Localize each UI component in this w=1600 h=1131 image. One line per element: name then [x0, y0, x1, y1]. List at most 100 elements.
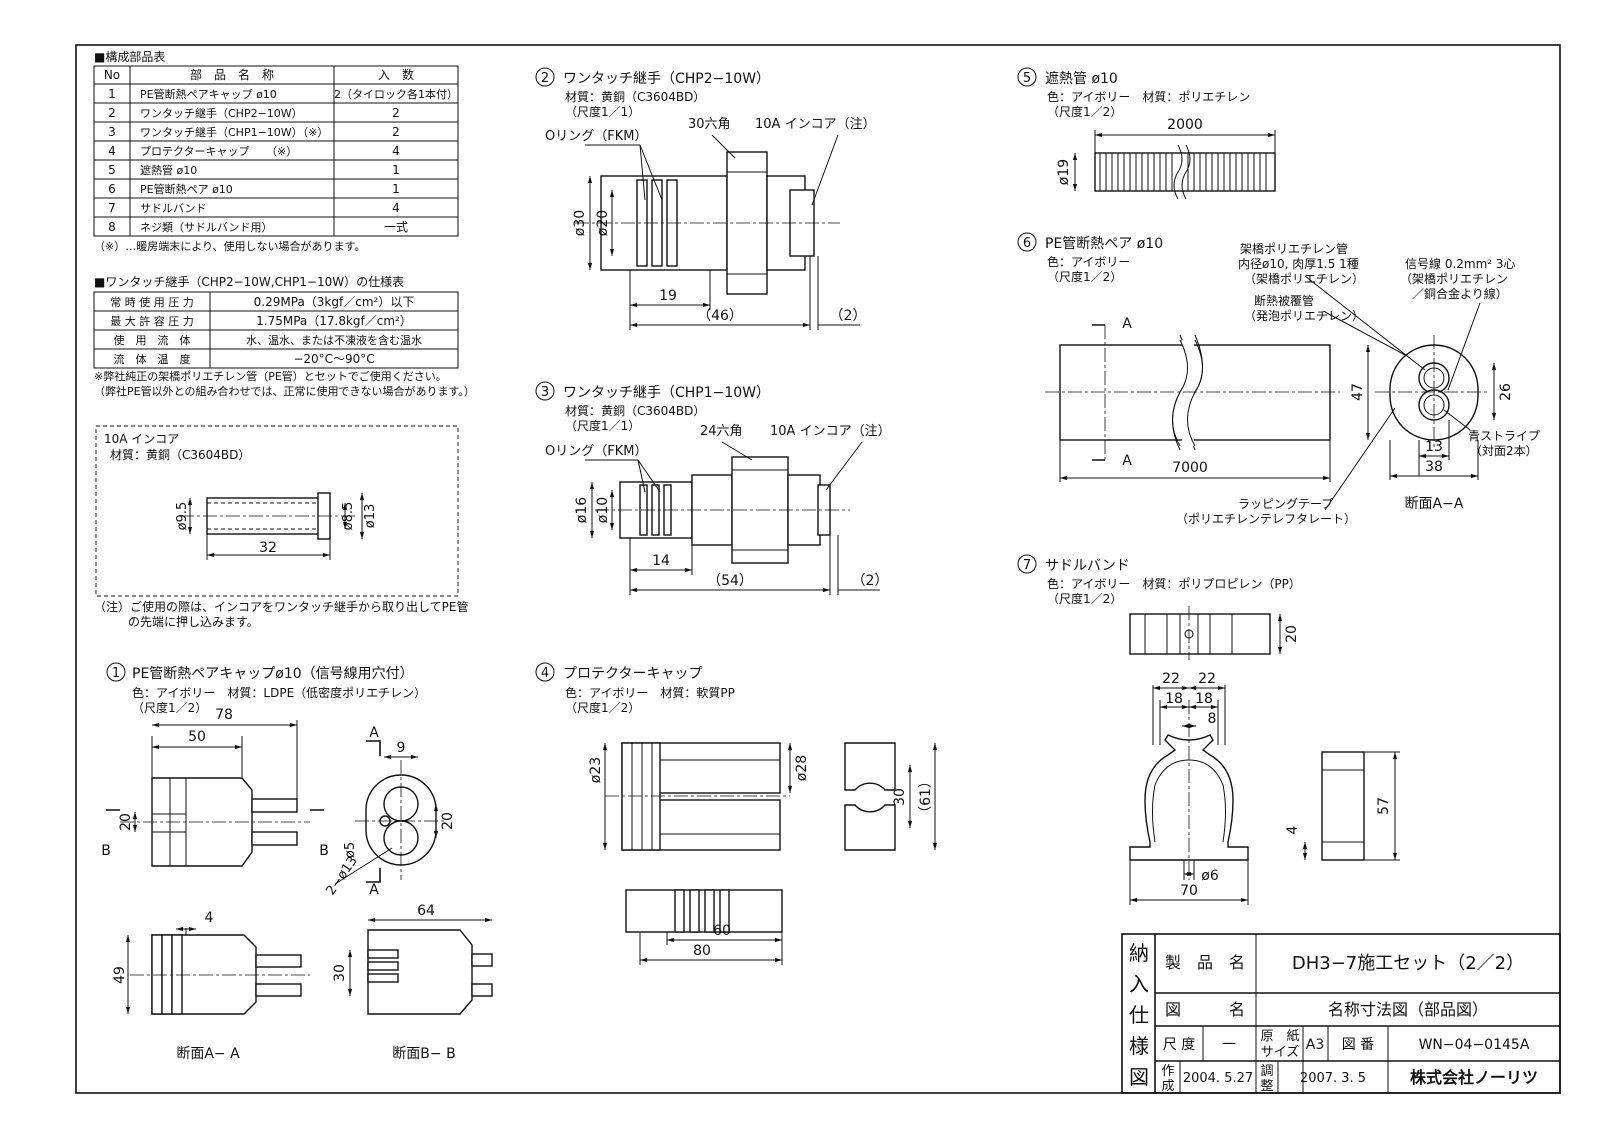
- parts-row-2-name: ワンタッチ継手（CHP2−10W）: [140, 106, 303, 120]
- part6-callout-stripe-note: （対面2本）: [1470, 444, 1538, 458]
- part1-dim-20: 20: [118, 813, 134, 831]
- part7-dim-4: 4: [1285, 825, 1301, 834]
- title-adj-label-1: 調: [1260, 1064, 1273, 1079]
- part2-label-incore: 10A インコア（注）: [755, 117, 876, 132]
- parts-row-6-name: PE管断熱ペア ø10: [140, 182, 233, 196]
- part7-dim-22-right: 22: [1198, 671, 1216, 687]
- part7-dim-22-left: 22: [1162, 671, 1180, 687]
- part7-front-view: 70 22 22 18 18 8 ø6: [1129, 671, 1249, 905]
- part2-title: ワンタッチ継手（CHP2−10W）: [563, 71, 770, 87]
- part1-section-bb-label: 断面B− B: [392, 1046, 455, 1062]
- part3-drawing: Oリング（FKM） 24六角 10A インコア（注） ø16 ø10 14 （5…: [545, 424, 891, 595]
- part1-section-aa-label: 断面A− A: [176, 1046, 240, 1062]
- part4-dim-d28: ø28: [794, 755, 810, 781]
- title-side-1: 納: [1129, 941, 1149, 965]
- parts-row-3-name: ワンタッチ継手（CHP1−10W）（※）: [140, 125, 328, 139]
- part6-scale: （尺度1／2）: [1047, 269, 1122, 284]
- part4-dim-80: 80: [693, 943, 711, 959]
- title-made-label-1: 作: [1161, 1064, 1174, 1079]
- parts-table-note: （※）…暖房端末により、使用しない場合があります。: [94, 239, 365, 253]
- parts-rows: 1 PE管断熱ペアキャップ ø10 2（タイロック各1本付） 2 ワンタッチ継手…: [108, 87, 458, 234]
- part-1: 1 PE管断熱ペアキャップø10（信号線用穴付） 色：アイボリー 材質：LDPE…: [101, 662, 493, 1062]
- spec-row-4-value: −20°C〜90°C: [293, 352, 374, 366]
- spec-note-1: ※弊社純正の架橋ポリエチレン管（PE管）とセットでご使用ください。: [94, 369, 447, 383]
- part4-scale: （尺度1／2）: [565, 700, 640, 715]
- parts-row-8-name: ネジ類（サドルバンド用）: [140, 221, 273, 234]
- parts-row-7-name: サドルバンド: [140, 202, 207, 215]
- part1-dim-50: 50: [188, 729, 206, 745]
- title-drawing-value: 名称寸法図（部品図）: [1328, 1000, 1488, 1019]
- part1-front-view: 78 50 20 B B: [101, 707, 329, 867]
- part1-label-a-bottom: A: [369, 882, 379, 898]
- incore-material: 材質：黄銅（C3604BD）: [110, 447, 250, 462]
- part6-callout-pex-mat: （架橋ポリエチレン）: [1244, 272, 1364, 286]
- part6-dim-47: 47: [1350, 383, 1366, 401]
- part1-side-view: A A 9 20 ø5 2−ø13: [323, 725, 456, 898]
- title-product-value: DH3−7施工セット（2／2）: [1292, 953, 1524, 974]
- spec-row-1-value: 0.29MPa（3kgf／cm²）以下: [254, 295, 415, 309]
- spec-row-2-label: 最 大 許 容 圧 力: [110, 314, 193, 328]
- title-number-value: WN−04−0145A: [1419, 1037, 1530, 1053]
- part2-dim-d30: ø30: [572, 210, 588, 236]
- part3-material: 材質：黄銅（C3604BD）: [565, 403, 705, 418]
- title-side-5: 図: [1129, 1065, 1149, 1089]
- part2-dim-46: （46）: [697, 308, 743, 324]
- spec-table: ■ワンタッチ継手（CHP2−10W,CHP1−10W）の仕様表 常 時 使 用 …: [93, 274, 475, 398]
- part6-callout-signal: 信号線 0.2mm² 3心: [1405, 256, 1516, 271]
- part6-callout-pex-size: 内径ø10, 肉厚1.5 1種: [1238, 257, 1359, 271]
- part4-dim-d23: ø23: [588, 757, 604, 783]
- part6-number: 6: [1023, 236, 1031, 251]
- part7-top-view: 20: [1129, 606, 1300, 660]
- part6-section-label: 断面A−A: [1405, 496, 1464, 512]
- part3-dim-d10: ø10: [595, 497, 611, 523]
- part6-long-view: A A 7000: [1045, 316, 1340, 482]
- part2-dim-2: （2）: [830, 308, 867, 324]
- spec-row-1-label: 常 時 使 用 圧 力: [110, 296, 193, 309]
- spec-row-3-label: 使 用 流 体: [114, 333, 191, 347]
- part3-label-oring: Oリング（FKM）: [545, 444, 647, 459]
- parts-row-3-no: 3: [108, 125, 116, 139]
- parts-row-8-qty: 一式: [384, 220, 408, 234]
- part7-scale: （尺度1／2）: [1047, 591, 1122, 606]
- parts-row-5-qty: 1: [392, 163, 400, 177]
- parts-row-6-qty: 1: [392, 182, 400, 196]
- part2-material: 材質：黄銅（C3604BD）: [565, 89, 705, 104]
- part4-side-view: 60 80: [625, 889, 783, 965]
- incore-note-1: （注）ご使用の際は、インコアをワンタッチ継手から取り出してPE管: [94, 599, 468, 614]
- part-2: 2 ワンタッチ継手（CHP2−10W） 材質：黄銅（C3604BD） （尺度1／…: [535, 67, 876, 330]
- part-3: 3 ワンタッチ継手（CHP1−10W） 材質：黄銅（C3604BD） （尺度1／…: [535, 381, 891, 595]
- part1-title: PE管断熱ペアキャップø10（信号線用穴付）: [132, 666, 414, 682]
- parts-row-7-no: 7: [108, 201, 116, 215]
- title-made-date: 2004. 5.27: [1183, 1071, 1253, 1086]
- incore-dim-d95: ø9.5: [175, 502, 190, 531]
- title-company: 株式会社ノーリツ: [1410, 1068, 1538, 1087]
- part4-end-view: 30 （61）: [844, 742, 938, 851]
- part7-dim-18-left: 18: [1165, 691, 1183, 707]
- part6-callout-signal-mat1: （架橋ポリエチレン: [1400, 272, 1508, 286]
- part1-dim-49: 49: [112, 966, 128, 984]
- part1-dim-64: 64: [417, 903, 435, 919]
- part3-dim-54: （54）: [707, 573, 753, 589]
- parts-row-1-no: 1: [108, 87, 116, 101]
- part3-dim-14: 14: [652, 553, 670, 569]
- part6-callout-insul-mat: （発泡ポリエチレン）: [1244, 309, 1364, 323]
- part-6: 6 PE管断熱ペア ø10 色：アイボリー （尺度1／2） A A 7000: [1017, 232, 1540, 526]
- part1-dim-9: 9: [397, 740, 406, 756]
- part3-number: 3: [541, 385, 549, 400]
- spec-row-4-label: 流 体 温 度: [114, 352, 191, 366]
- part5-dim-d19: ø19: [1056, 159, 1072, 185]
- part6-label-a-top: A: [1122, 316, 1132, 332]
- part4-dim-60: 60: [713, 923, 731, 939]
- part6-dim-38: 38: [1425, 459, 1443, 475]
- title-number-label: 図 番: [1342, 1037, 1374, 1053]
- sheet-border: [75, 44, 1561, 1094]
- part7-number: 7: [1023, 558, 1031, 573]
- part2-number: 2: [541, 71, 549, 86]
- part3-dim-2: （2）: [852, 573, 889, 589]
- part2-label-hex: 30六角: [688, 117, 731, 132]
- part7-side-view: 4 57: [1285, 751, 1400, 861]
- part-7: 7 サドルバンド 色：アイボリー 材質：ポリプロピレン（PP） （尺度1／2） …: [1017, 554, 1400, 905]
- part6-title: PE管断熱ペア ø10: [1045, 236, 1163, 252]
- part6-dim-26: 26: [1498, 383, 1514, 401]
